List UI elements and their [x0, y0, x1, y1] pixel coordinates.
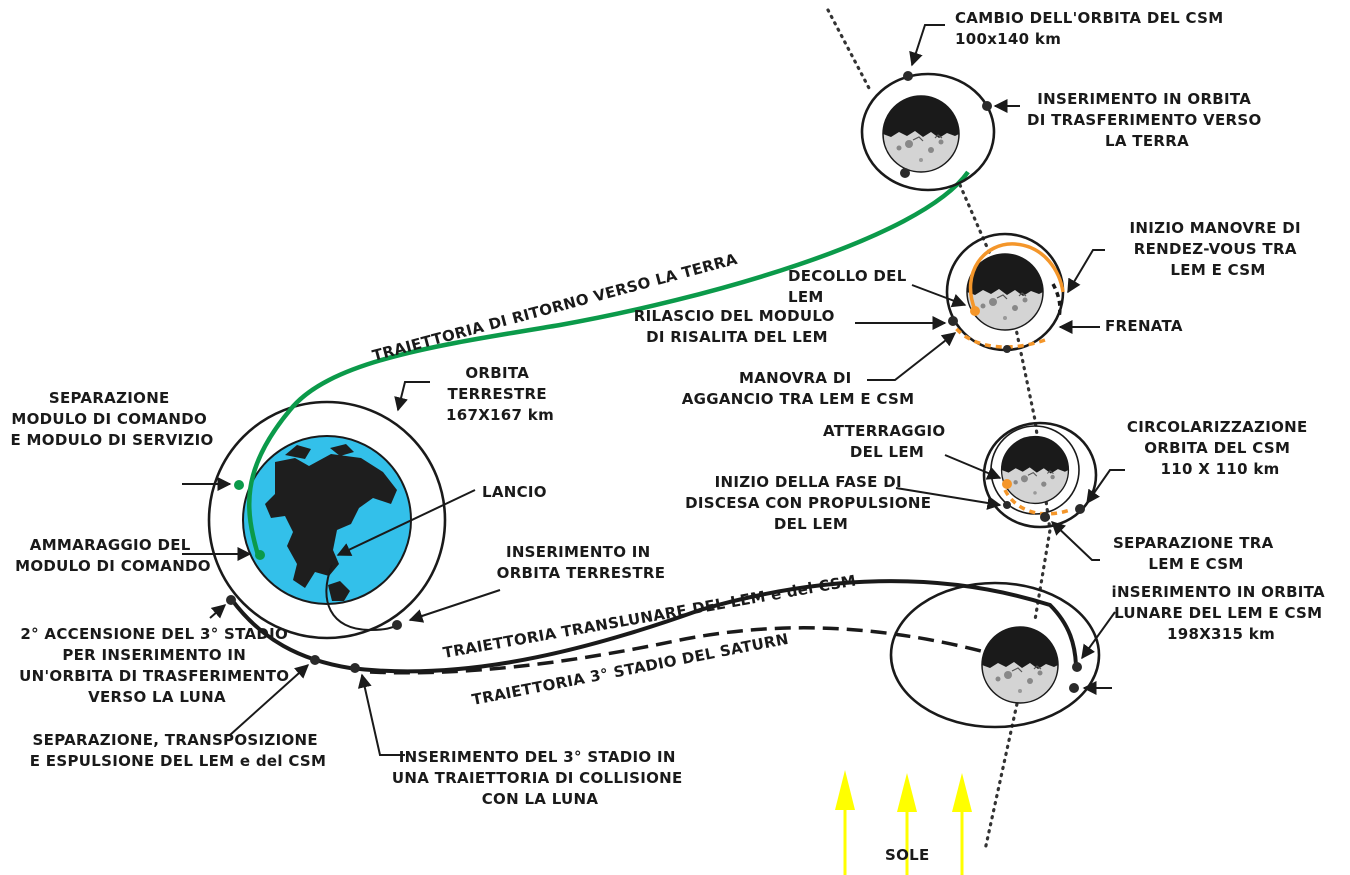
label-seconda-accensione: 2° ACCENSIONE DEL 3° STADIO PER INSERIME…: [19, 625, 295, 706]
label-inserimento-terra: INSERIMENTO IN ORBITA DI TRASFERIMENTO V…: [1027, 90, 1267, 150]
label-rilascio: RILASCIO DEL MODULO DI RISALITA DEL LEM: [634, 307, 840, 346]
label-frenata: FRENATA: [1105, 317, 1183, 335]
launch-path: [325, 564, 399, 632]
pointer-arrows: [182, 24, 1125, 756]
moon-path: [826, 8, 1052, 852]
label-lancio: LANCIO: [482, 483, 547, 501]
label-decollo: DECOLLO DEL LEM: [788, 267, 912, 306]
label-inizio-discesa: INIZIO DELLA FASE DI DISCESA CON PROPULS…: [685, 473, 937, 533]
moon-icon: [889, 581, 1101, 729]
label-inserimento-collisione: INSERIMENTO DEL 3° STADIO IN UNA TRAIETT…: [392, 748, 688, 808]
moon-icon: [945, 232, 1065, 352]
label-separazione-trasposizione: SEPARAZIONE, TRANSPOSIZIONE E ESPULSIONE…: [30, 731, 327, 770]
label-inizio-manovre: INIZIO MANOVRE DI RENDEZ-VOUS TRA LEM E …: [1130, 219, 1307, 279]
saturn-trajectory: [369, 626, 986, 675]
label-atterraggio: ATTERRAGGIO DEL LEM: [823, 422, 951, 461]
label-cambio-orbita: CAMBIO DELL'ORBITA DEL CSM 100x140 km: [955, 9, 1229, 48]
label-inserimento-orbita-terrestre: INSERIMENTO IN ORBITA TERRESTRE: [497, 543, 666, 582]
label-inserimento-lunare: iNSERIMENTO IN ORBITA LUNARE DEL LEM E C…: [1112, 583, 1331, 643]
earth-icon: [207, 400, 447, 640]
translunar-trajectory-label: TRAIETTORIA TRANSLUNARE DEL LEM e del CS…: [442, 571, 858, 662]
label-separazione-cm-sm: SEPARAZIONE MODULO DI COMANDO E MODULO D…: [10, 389, 213, 449]
translunar-trajectory: [230, 579, 1078, 674]
label-ammaraggio: AMMARAGGIO DEL MODULO DI COMANDO: [15, 536, 211, 575]
moon-icon: [860, 72, 996, 192]
label-orbita-terrestre: ORBITA TERRESTRE 167X167 km: [446, 364, 554, 424]
sun-arrow-icon: [835, 770, 972, 875]
label-manovra-aggancio: MANOVRA DI AGGANCIO TRA LEM E CSM: [682, 369, 915, 408]
label-sole: SOLE: [885, 846, 930, 864]
return-trajectory: [246, 170, 970, 556]
label-separazione-lem-csm: SEPARAZIONE TRA LEM E CSM: [1113, 534, 1279, 573]
label-circolarizzazione: CIRCOLARIZZAZIONE ORBITA DEL CSM 110 X 1…: [1127, 418, 1313, 478]
